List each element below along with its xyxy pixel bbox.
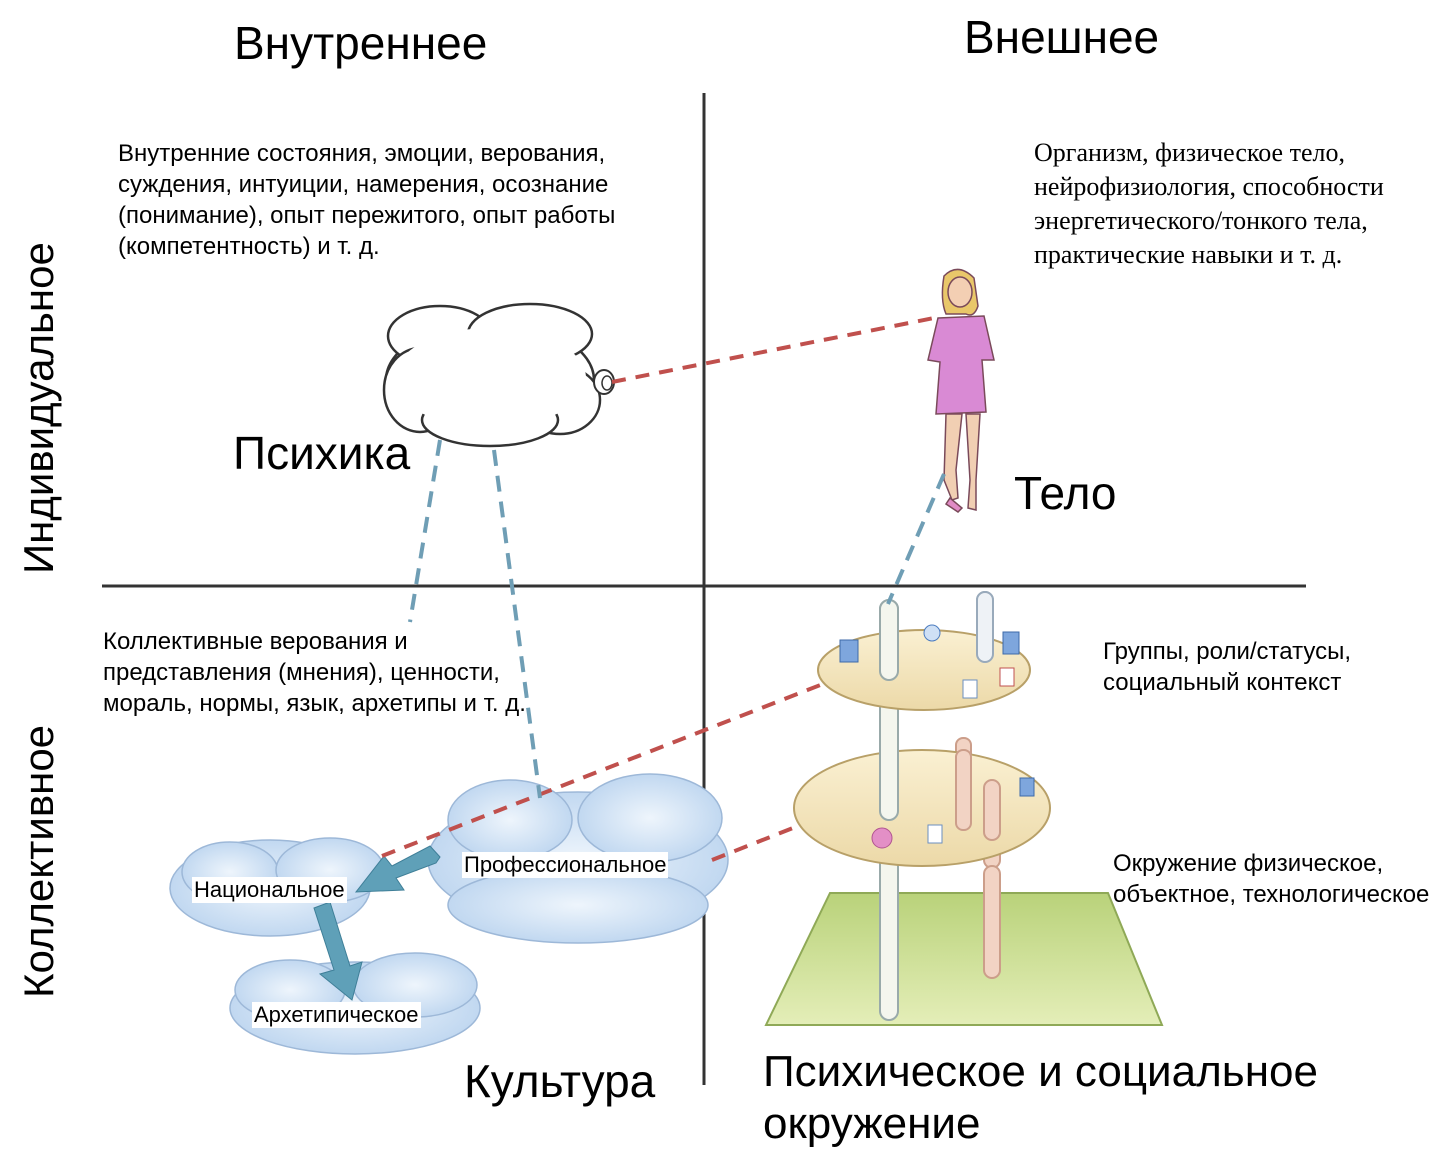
- monitor-icon: [839, 639, 859, 663]
- link-psyche-national: [408, 439, 442, 623]
- body-description: Организм, физическое тело, нейрофизиолог…: [1034, 138, 1384, 269]
- arrow-professional-to-national: [354, 845, 441, 893]
- disc-icon: [923, 624, 941, 642]
- psyche-title: Психика: [233, 427, 411, 479]
- row-header-collective: Коллективное: [15, 724, 62, 998]
- pole-pink-long: [983, 865, 1001, 979]
- disc-lower: [793, 749, 1051, 867]
- environment-base: [764, 892, 1164, 1026]
- psyche-description: Внутренние состояния, эмоции, верования,…: [118, 140, 616, 260]
- link-culture-environment: [711, 824, 799, 862]
- cloud-label-national: Национальное: [192, 877, 347, 903]
- cloud-label-professional: Профессиональное: [462, 852, 669, 878]
- arrow-national-to-archetypal: [313, 901, 363, 1001]
- document-icon: [927, 824, 943, 844]
- link-psyche-professional: [492, 449, 542, 799]
- monitor-icon: [1019, 777, 1035, 797]
- culture-description: Коллективные верования и представления (…: [103, 628, 526, 717]
- link-body-society: [886, 473, 946, 605]
- person-icon: [871, 827, 893, 849]
- cloud-label-archetypal: Архетипическое: [252, 1002, 421, 1028]
- culture-title: Культура: [464, 1055, 656, 1107]
- column-header-outer: Внешнее: [964, 11, 1160, 63]
- body-figure: [927, 268, 995, 513]
- body-title: Тело: [1014, 467, 1117, 519]
- monitor-icon: [1002, 631, 1020, 655]
- document-icon: [962, 679, 978, 699]
- link-culture-groups: [381, 680, 829, 858]
- groups-description: Группы, роли/статусы, социальный контекс…: [1103, 638, 1352, 696]
- society-title: Психическое и социальное окружение: [763, 1047, 1318, 1148]
- environment-description: Окружение физическое, объектное, техноло…: [1113, 850, 1430, 908]
- column-header-inner: Внутреннее: [234, 17, 488, 69]
- link-psyche-body: [611, 316, 935, 384]
- row-header-individual: Индивидуальное: [15, 242, 62, 574]
- document-icon: [999, 667, 1015, 687]
